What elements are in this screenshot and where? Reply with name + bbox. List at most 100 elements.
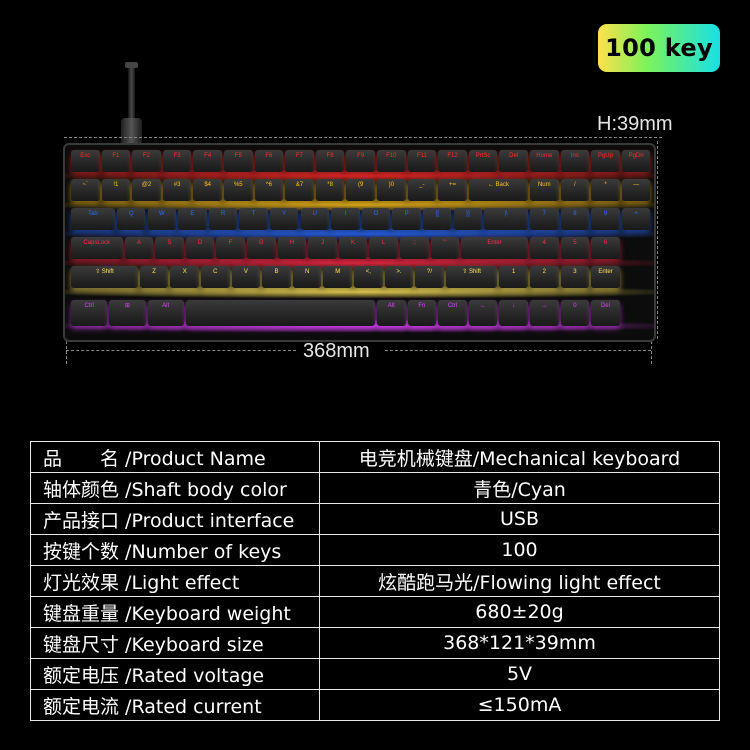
key: @2 <box>132 179 161 201</box>
cable-bend <box>125 62 138 68</box>
key: !1 <box>101 179 131 201</box>
key: + <box>621 208 651 230</box>
key: H <box>277 237 307 259</box>
key: ⇧ Shift <box>71 266 138 288</box>
key: U <box>300 208 330 230</box>
key: T <box>239 208 268 230</box>
backlight-row-5 <box>65 286 654 298</box>
key: Q <box>116 208 146 230</box>
key: Del <box>591 300 620 326</box>
key: PgUp <box>591 150 620 172</box>
key: Enter <box>461 237 528 259</box>
key: F12 <box>438 150 467 172</box>
key: Ins <box>560 150 590 172</box>
key: 7 <box>530 208 559 230</box>
key: Y <box>269 208 299 230</box>
key: R <box>208 208 238 230</box>
key: F2 <box>132 150 161 172</box>
key: 2 <box>530 266 559 288</box>
height-guide-line <box>64 137 662 138</box>
key-count-badge: 100 key <box>598 24 720 72</box>
key: PgDn <box>621 150 651 172</box>
spec-value: 100 <box>319 534 720 566</box>
badge-label: 100 key <box>605 34 713 62</box>
key: Tab <box>71 208 115 230</box>
key: F11 <box>407 150 437 172</box>
key: Z <box>139 266 169 288</box>
key: Ctrl <box>438 300 467 326</box>
spec-label: 灯光效果 /Light effect <box>30 565 320 597</box>
key: )0 <box>377 179 406 201</box>
key: E <box>178 208 207 230</box>
spec-row: 额定电流 /Rated current≤150mA <box>30 689 720 721</box>
key: F9 <box>346 150 375 172</box>
key: M <box>323 266 353 288</box>
spec-value: ≤150mA <box>319 689 720 721</box>
key: O <box>361 208 391 230</box>
key: C <box>201 266 230 288</box>
key: → <box>530 300 559 326</box>
key: F3 <box>162 150 192 172</box>
key: Fn <box>407 300 437 326</box>
spec-value: 青色/Cyan <box>319 472 720 504</box>
usb-cable <box>128 62 135 146</box>
cable-connector <box>121 118 142 146</box>
key: F1 <box>101 150 131 172</box>
key: F5 <box>224 150 253 172</box>
key: ^6 <box>254 179 284 201</box>
width-guide-line-left <box>66 350 296 351</box>
key: >. <box>384 266 414 288</box>
key: "' <box>430 237 460 259</box>
width-guide-tick-right <box>651 336 652 364</box>
key: F <box>216 237 245 259</box>
spec-value: USB <box>319 503 720 535</box>
spec-label: 品 名 /Product Name <box>30 441 320 473</box>
key: *8 <box>315 179 345 201</box>
key: B <box>262 266 291 288</box>
key: ↓ <box>499 300 528 326</box>
key: ⊞ <box>109 300 146 326</box>
key: I <box>331 208 360 230</box>
spec-value: 368*121*39mm <box>319 627 720 659</box>
key: 4 <box>530 237 559 259</box>
spec-value: 电竞机械键盘/Mechanical keyboard <box>319 441 720 473</box>
key: F8 <box>315 150 345 172</box>
key: _- <box>407 179 437 201</box>
key: Num <box>530 179 559 201</box>
key: ← Back <box>468 179 528 201</box>
key: #3 <box>162 179 192 201</box>
key: 9 <box>591 208 620 230</box>
key: ~` <box>71 179 100 201</box>
key: G <box>246 237 276 259</box>
key: K <box>338 237 368 259</box>
key: L <box>369 237 398 259</box>
key: X <box>170 266 200 288</box>
key: += <box>438 179 467 201</box>
spec-label: 额定电流 /Rated current <box>30 689 320 721</box>
key: 3 <box>560 266 590 288</box>
key: A <box>124 237 154 259</box>
spec-label: 键盘重量 /Keyboard weight <box>30 596 320 628</box>
key: P <box>392 208 421 230</box>
key: PrtSc <box>468 150 498 172</box>
key: Alt <box>147 300 184 326</box>
depth-guide-line <box>657 141 658 339</box>
spec-label: 额定电压 /Rated voltage <box>30 658 320 690</box>
width-guide-line-right <box>385 350 651 351</box>
key: ⇧ Shift <box>445 266 498 288</box>
key: :; <box>399 237 429 259</box>
spec-label: 按键个数 /Number of keys <box>30 534 320 566</box>
key: CapsLock <box>71 237 123 259</box>
key: Ctrl <box>71 300 108 326</box>
key: N <box>292 266 322 288</box>
key: Home <box>530 150 559 172</box>
key: $4 <box>193 179 222 201</box>
key: W <box>147 208 177 230</box>
